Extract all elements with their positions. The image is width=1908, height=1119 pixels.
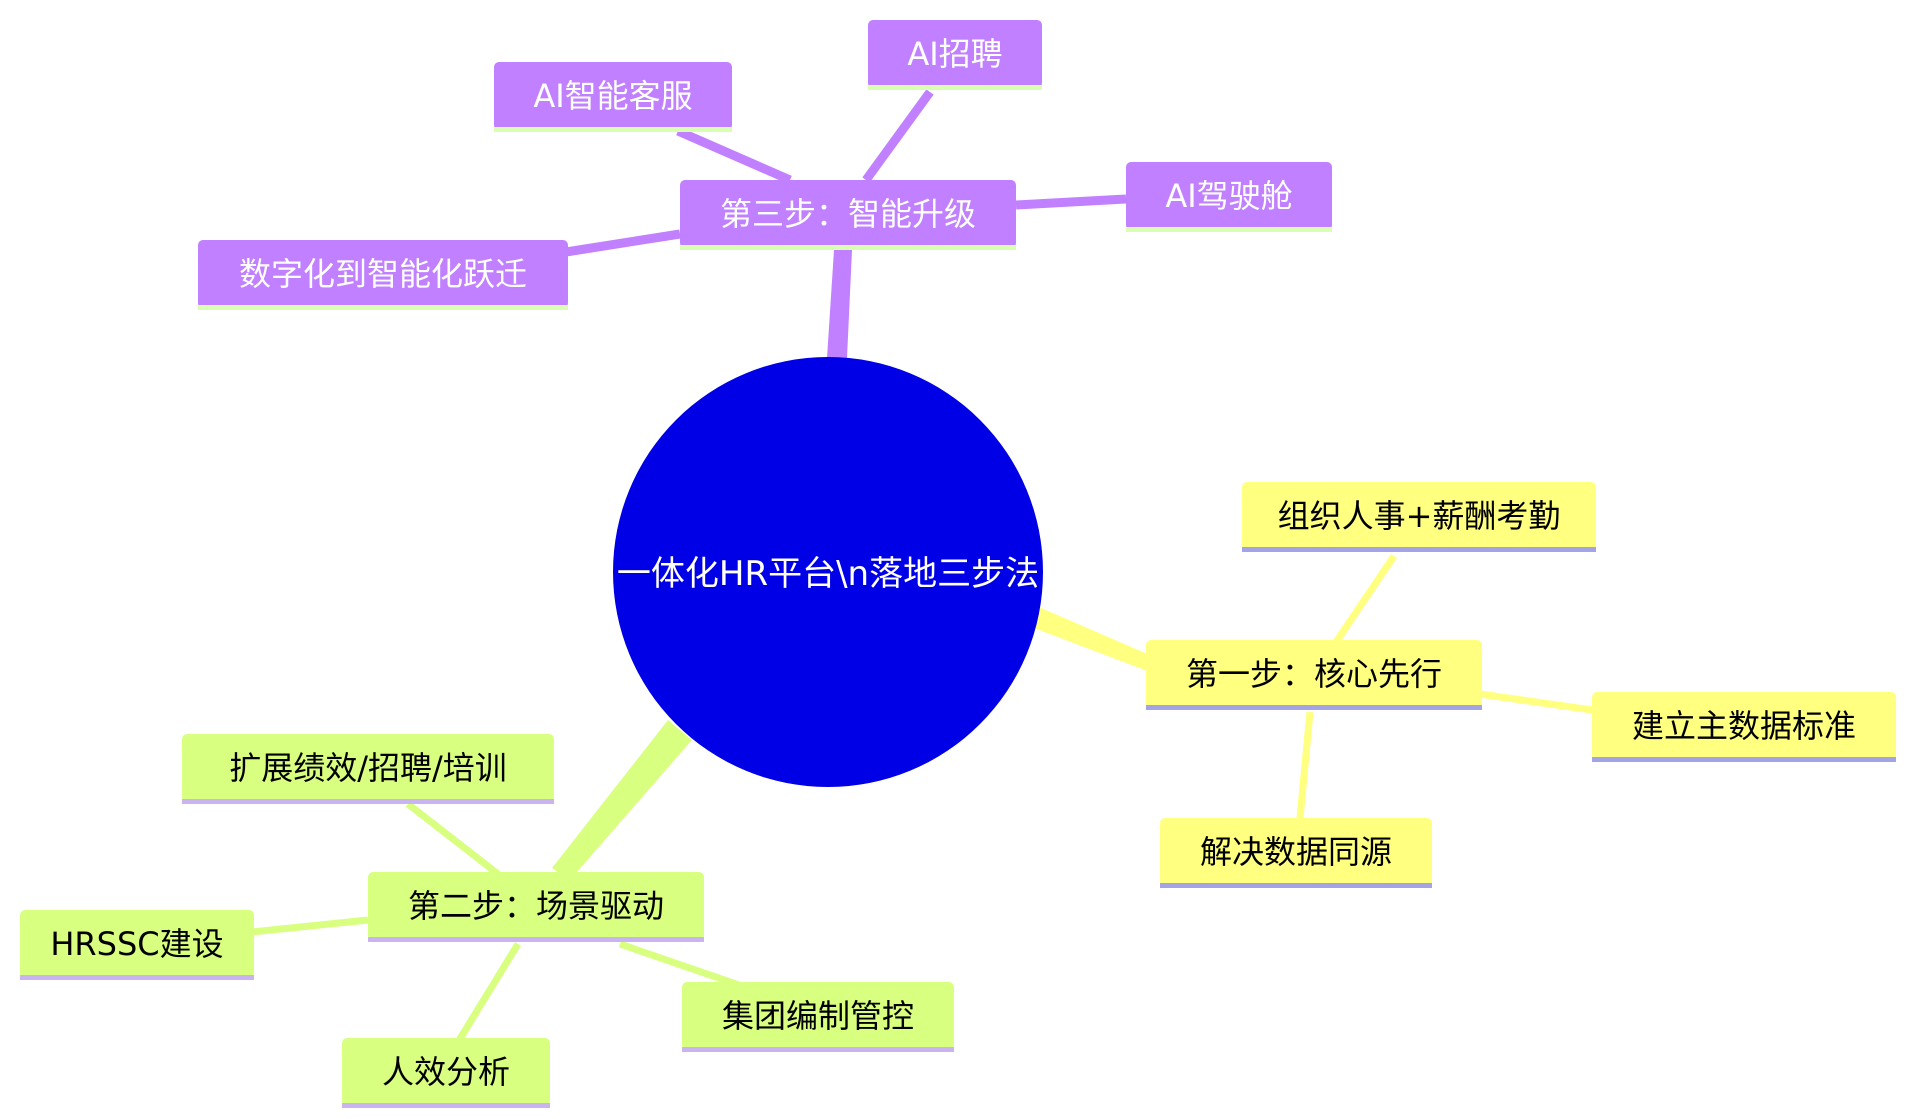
node-underline (680, 245, 1016, 250)
leaf-ai-jiashicang[interactable]: AI驾驶舱 (1126, 162, 1332, 232)
leaf-tongyuan[interactable]: 解决数据同源 (1160, 818, 1432, 888)
connector-step2-renxiao (455, 942, 521, 1044)
node-underline (1160, 883, 1432, 888)
connector-step2-bianzhi (618, 940, 744, 990)
node-underline (1146, 705, 1482, 710)
leaf-kuozhan[interactable]: 扩展绩效/招聘/培训 (182, 734, 554, 804)
node-label: 集团编制管控 (722, 997, 914, 1035)
node-label: 第一步：核心先行 (1186, 655, 1442, 693)
root-label: 一体化HR平台\n落地三步法 (617, 554, 1039, 594)
node-label: AI驾驶舱 (1165, 177, 1292, 215)
node-underline (868, 85, 1042, 90)
node-label: 第三步：智能升级 (720, 195, 976, 233)
leaf-zuzhi[interactable]: 组织人事+薪酬考勤 (1242, 482, 1596, 552)
node-box (1126, 162, 1332, 230)
node-label: 建立主数据标准 (1632, 707, 1856, 745)
leaf-renxiao[interactable]: 人效分析 (342, 1038, 550, 1108)
branch-step1[interactable]: 第一步：核心先行 (1146, 640, 1482, 710)
node-underline (182, 799, 554, 804)
connectors (251, 89, 1593, 1044)
leaf-ai-kefu[interactable]: AI智能客服 (494, 62, 732, 132)
connector-step1-zhushuju (1479, 690, 1593, 714)
connector-step3-ai-zhaopin (862, 89, 934, 183)
node-label: AI招聘 (907, 35, 1002, 73)
node-label: 组织人事+薪酬考勤 (1278, 497, 1561, 535)
node-label: 第二步：场景驱动 (408, 887, 664, 925)
node-box (1146, 640, 1482, 708)
leaf-hrssc[interactable]: HRSSC建设 (20, 910, 254, 980)
node-underline (342, 1103, 550, 1108)
branch-step2[interactable]: 第二步：场景驱动 (368, 872, 704, 942)
leaf-zhushuju[interactable]: 建立主数据标准 (1592, 692, 1896, 762)
connector-root-step3 (827, 250, 852, 358)
connector-step3-ai-jiashicang (1015, 194, 1127, 210)
node-box (1160, 818, 1432, 886)
leaf-ai-zhaopin[interactable]: AI招聘 (868, 20, 1042, 90)
node-label: 数字化到智能化跃迁 (239, 255, 527, 293)
connector-step1-tongyuan (1296, 711, 1314, 819)
branch-step3[interactable]: 第三步：智能升级 (680, 180, 1016, 250)
leaf-shuzihua[interactable]: 数字化到智能化跃迁 (198, 240, 568, 310)
node-underline (1242, 547, 1596, 552)
node-box (182, 734, 554, 802)
node-box (494, 62, 732, 130)
node-label: 人效分析 (382, 1053, 510, 1091)
connector-step1-zuzhi (1333, 554, 1397, 644)
node-box (1592, 692, 1896, 760)
node-underline (1126, 227, 1332, 232)
node-box (368, 872, 704, 940)
root-circle (613, 357, 1043, 787)
connector-step3-shuzihua (565, 229, 681, 257)
node-box (1242, 482, 1596, 550)
node-box (680, 180, 1016, 248)
node-underline (1592, 757, 1896, 762)
connector-step2-hrssc (251, 916, 369, 936)
connector-root-step1 (1032, 604, 1152, 672)
node-underline (682, 1047, 954, 1052)
node-underline (198, 305, 568, 310)
node-box (868, 20, 1042, 88)
node-box (20, 910, 254, 978)
node-box (342, 1038, 550, 1106)
node-label: HRSSC建设 (50, 925, 223, 963)
node-box (198, 240, 568, 308)
node-label: AI智能客服 (533, 77, 692, 115)
node-underline (20, 975, 254, 980)
node-underline (494, 127, 732, 132)
connector-step3-ai-kefu (676, 126, 792, 185)
node-underline (368, 937, 704, 942)
leaf-bianzhi[interactable]: 集团编制管控 (682, 982, 954, 1052)
node-box (682, 982, 954, 1050)
node-label: 扩展绩效/招聘/培训 (229, 749, 507, 787)
node-label: 解决数据同源 (1200, 833, 1392, 871)
connector-step2-kuozhan (405, 801, 501, 877)
root-node[interactable]: 一体化HR平台\n落地三步法 (613, 357, 1043, 787)
connector-root-step2 (552, 720, 692, 880)
